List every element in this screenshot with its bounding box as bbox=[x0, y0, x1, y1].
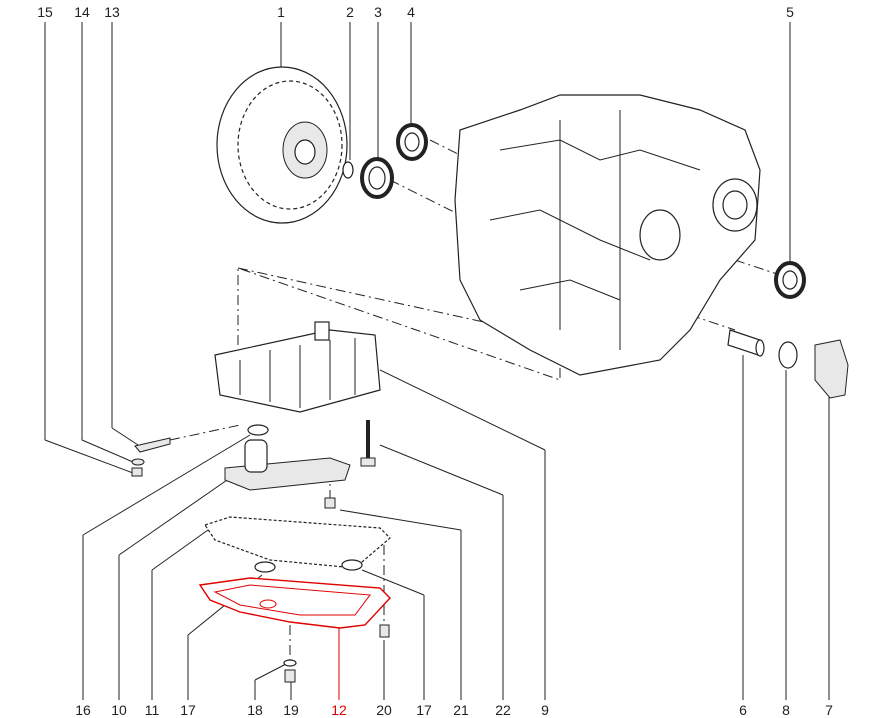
callout-11: 11 bbox=[145, 702, 160, 718]
valve-body bbox=[214, 321, 381, 413]
oil-pan-highlighted bbox=[198, 577, 391, 629]
oil-filter bbox=[224, 439, 351, 491]
manual-detent-spring bbox=[134, 437, 171, 453]
callout-20: 20 bbox=[376, 702, 392, 718]
callouts-bottom: 16 10 11 17 18 19 12 20 17 21 22 9 6 8 7 bbox=[75, 702, 833, 718]
callout-18: 18 bbox=[247, 702, 263, 718]
callout-12-highlighted[interactable]: 12 bbox=[331, 702, 347, 718]
callout-8: 8 bbox=[782, 702, 790, 718]
o-ring bbox=[778, 341, 798, 369]
sensor-cover bbox=[814, 339, 849, 399]
callout-14: 14 bbox=[74, 4, 90, 20]
callout-22: 22 bbox=[495, 702, 511, 718]
magnet bbox=[254, 561, 276, 573]
callout-9: 9 bbox=[541, 702, 549, 718]
sleeve bbox=[727, 329, 765, 357]
bolt bbox=[324, 497, 336, 509]
callout-1: 1 bbox=[277, 4, 285, 20]
callout-7: 7 bbox=[825, 702, 833, 718]
callout-6: 6 bbox=[739, 702, 747, 718]
oil-pan-gasket bbox=[204, 516, 391, 569]
bolt bbox=[379, 624, 390, 638]
callouts-top: 15 14 13 1 2 3 4 5 bbox=[37, 4, 794, 20]
callout-17b: 17 bbox=[416, 702, 432, 718]
callout-10: 10 bbox=[111, 702, 127, 718]
o-ring bbox=[247, 424, 269, 436]
oil-seal bbox=[360, 157, 394, 199]
callout-19: 19 bbox=[283, 702, 299, 718]
oil-seal bbox=[396, 123, 428, 161]
oil-seal bbox=[774, 261, 806, 299]
washer bbox=[131, 458, 145, 466]
o-ring bbox=[342, 161, 354, 179]
bolt bbox=[360, 420, 376, 467]
callout-5: 5 bbox=[786, 4, 794, 20]
magnet bbox=[341, 559, 363, 571]
callout-3: 3 bbox=[374, 4, 382, 20]
callout-17: 17 bbox=[180, 702, 196, 718]
washer bbox=[283, 659, 297, 667]
drain-plug bbox=[284, 669, 296, 683]
callout-4: 4 bbox=[407, 4, 415, 20]
callout-13: 13 bbox=[104, 4, 120, 20]
nut bbox=[131, 467, 143, 477]
transaxle-case bbox=[454, 94, 761, 376]
callout-16: 16 bbox=[75, 702, 91, 718]
callout-15: 15 bbox=[37, 4, 53, 20]
torque-converter bbox=[216, 66, 348, 224]
callout-2: 2 bbox=[346, 4, 354, 20]
callout-21: 21 bbox=[453, 702, 469, 718]
